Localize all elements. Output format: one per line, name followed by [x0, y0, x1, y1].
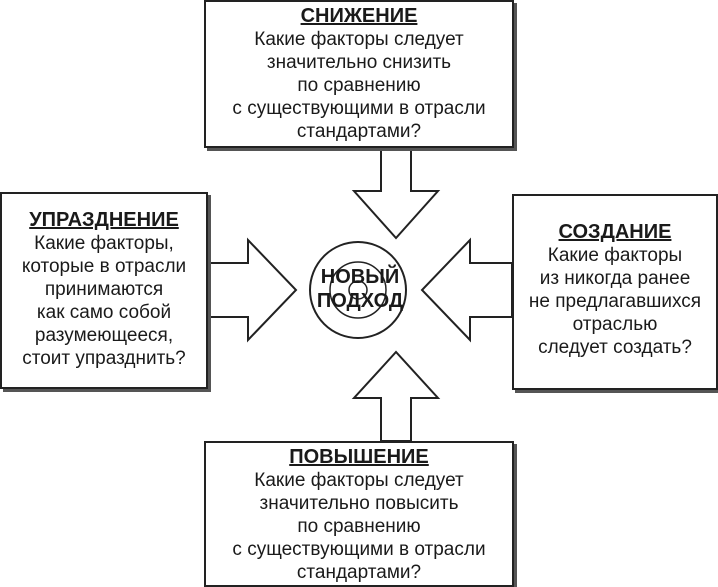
- eliminate-box: УПРАЗДНЕНИЕ Какие факторы, которые в отр…: [0, 192, 208, 389]
- create-box: СОЗДАНИЕ Какие факторы из никогда ранее …: [512, 194, 718, 390]
- raise-title: ПОВЫШЕНИЕ: [289, 446, 429, 468]
- raise-line: Какие факторы следует: [254, 470, 464, 491]
- raise-line: по сравнению: [297, 516, 421, 537]
- reduce-box: СНИЖЕНИЕ Какие факторы следует значитель…: [204, 0, 514, 148]
- reduce-line: с существующими в отрасли: [232, 98, 486, 119]
- eliminate-line: Какие факторы,: [34, 233, 174, 254]
- eliminate-line: стоит упразднить?: [22, 348, 186, 369]
- create-title: СОЗДАНИЕ: [558, 221, 672, 243]
- target-inner-ring: [348, 280, 368, 300]
- raise-box: ПОВЫШЕНИЕ Какие факторы следует значител…: [204, 441, 514, 587]
- create-line: не предлагавшихся: [528, 291, 702, 312]
- eliminate-line: принимаются: [44, 279, 164, 300]
- raise-line: с существующими в отрасли: [232, 539, 486, 560]
- reduce-line: стандартами?: [296, 121, 422, 142]
- target-outer-ring: [309, 241, 407, 339]
- arrow-left: [420, 237, 513, 343]
- center-label-line1: НОВЫЙ: [320, 266, 400, 288]
- arrow-down: [351, 147, 441, 240]
- reduce-title: СНИЖЕНИЕ: [300, 5, 418, 27]
- create-line: из никогда ранее: [539, 268, 691, 289]
- center-label-line2: ПОДХОД: [316, 290, 404, 312]
- reduce-line: по сравнению: [297, 75, 421, 96]
- arrow-right: [207, 237, 298, 343]
- raise-line: значительно повысить: [259, 493, 459, 514]
- create-line: Какие факторы: [547, 245, 683, 266]
- target-middle-ring: [329, 261, 387, 319]
- reduce-line: Какие факторы следует: [254, 29, 464, 50]
- create-line: следует создать?: [538, 337, 692, 358]
- eliminate-title: УПРАЗДНЕНИЕ: [29, 209, 179, 231]
- center-label: НОВЫЙ ПОДХОД: [300, 265, 420, 313]
- eliminate-line: которые в отрасли: [21, 256, 187, 277]
- reduce-line: значительно снизить: [266, 52, 452, 73]
- eliminate-line: как само собой: [36, 302, 172, 323]
- raise-line: стандартами?: [296, 562, 422, 583]
- arrow-up: [351, 350, 441, 442]
- create-line: отраслью: [572, 314, 658, 335]
- eliminate-line: разумеющееся,: [34, 325, 174, 346]
